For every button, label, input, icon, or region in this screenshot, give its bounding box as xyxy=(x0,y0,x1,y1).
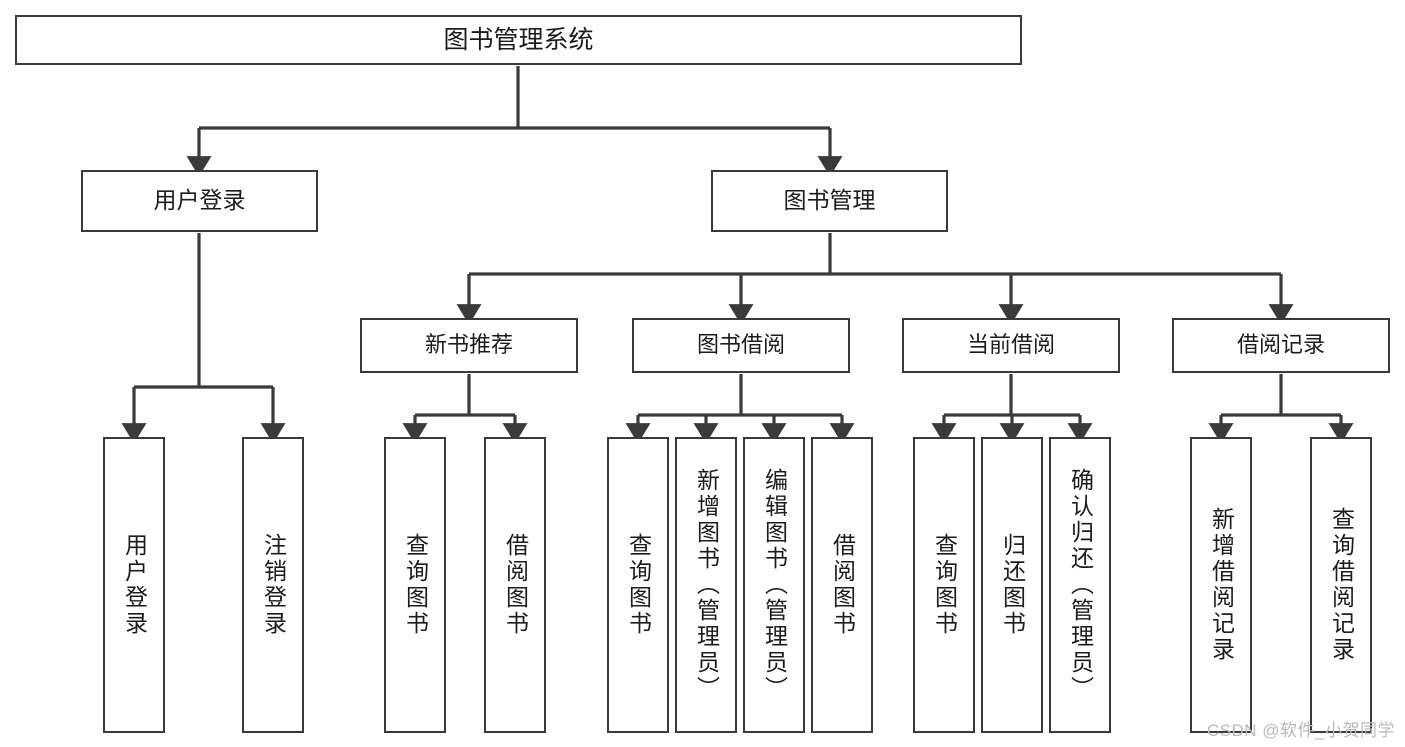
node-user-login-label: 用户登录 xyxy=(153,187,246,214)
leaf-node[interactable]: 查询图书 xyxy=(384,437,446,733)
node-book-borrow-label: 图书借阅 xyxy=(696,332,785,358)
leaf-node[interactable]: 确认归还（管理员） xyxy=(1049,437,1111,733)
node-borrow-record-label: 借阅记录 xyxy=(1236,332,1325,358)
leaf-node[interactable]: 查询图书 xyxy=(913,437,975,733)
leaf-node-label: 归还图书 xyxy=(999,533,1026,637)
leaf-node-label: 借阅图书 xyxy=(829,533,856,637)
leaf-node[interactable]: 查询图书 xyxy=(607,437,669,733)
leaf-node-label: 注销登录 xyxy=(260,533,287,637)
leaf-node-label: 新增借阅记录 xyxy=(1208,507,1235,663)
node-new-book-recommend-label: 新书推荐 xyxy=(424,332,513,358)
leaf-node[interactable]: 用户登录 xyxy=(103,437,165,733)
leaf-node[interactable]: 借阅图书 xyxy=(484,437,546,733)
node-borrow-record[interactable]: 借阅记录 xyxy=(1172,318,1390,373)
node-user-login[interactable]: 用户登录 xyxy=(81,170,318,232)
node-current-borrow[interactable]: 当前借阅 xyxy=(902,318,1120,373)
leaf-node[interactable]: 注销登录 xyxy=(242,437,304,733)
leaf-node-label: 查询图书 xyxy=(625,533,652,637)
leaf-node[interactable]: 编辑图书（管理员） xyxy=(743,437,805,733)
leaf-node-label: 借阅图书 xyxy=(502,533,529,637)
node-current-borrow-label: 当前借阅 xyxy=(966,332,1055,358)
node-book-management[interactable]: 图书管理 xyxy=(711,170,948,232)
leaf-node-label: 查询图书 xyxy=(402,533,429,637)
leaf-node-label: 用户登录 xyxy=(121,533,148,637)
leaf-node-label: 查询借阅记录 xyxy=(1328,507,1355,663)
node-book-management-label: 图书管理 xyxy=(783,187,876,214)
node-book-borrow[interactable]: 图书借阅 xyxy=(632,318,850,373)
leaf-node[interactable]: 新增借阅记录 xyxy=(1190,437,1252,733)
node-root-label: 图书管理系统 xyxy=(443,26,594,54)
leaf-node-label: 确认归还（管理员） xyxy=(1067,468,1094,702)
leaf-node[interactable]: 新增图书（管理员） xyxy=(675,437,737,733)
node-new-book-recommend[interactable]: 新书推荐 xyxy=(360,318,578,373)
leaf-node-label: 查询图书 xyxy=(931,533,958,637)
node-root[interactable]: 图书管理系统 xyxy=(15,15,1022,65)
leaf-node-label: 编辑图书（管理员） xyxy=(761,468,788,702)
watermark: CSDN @软件_小贺同学 xyxy=(1206,721,1395,740)
leaf-node[interactable]: 借阅图书 xyxy=(811,437,873,733)
leaf-node-label: 新增图书（管理员） xyxy=(693,468,720,702)
leaf-node[interactable]: 归还图书 xyxy=(981,437,1043,733)
leaf-node[interactable]: 查询借阅记录 xyxy=(1310,437,1372,733)
